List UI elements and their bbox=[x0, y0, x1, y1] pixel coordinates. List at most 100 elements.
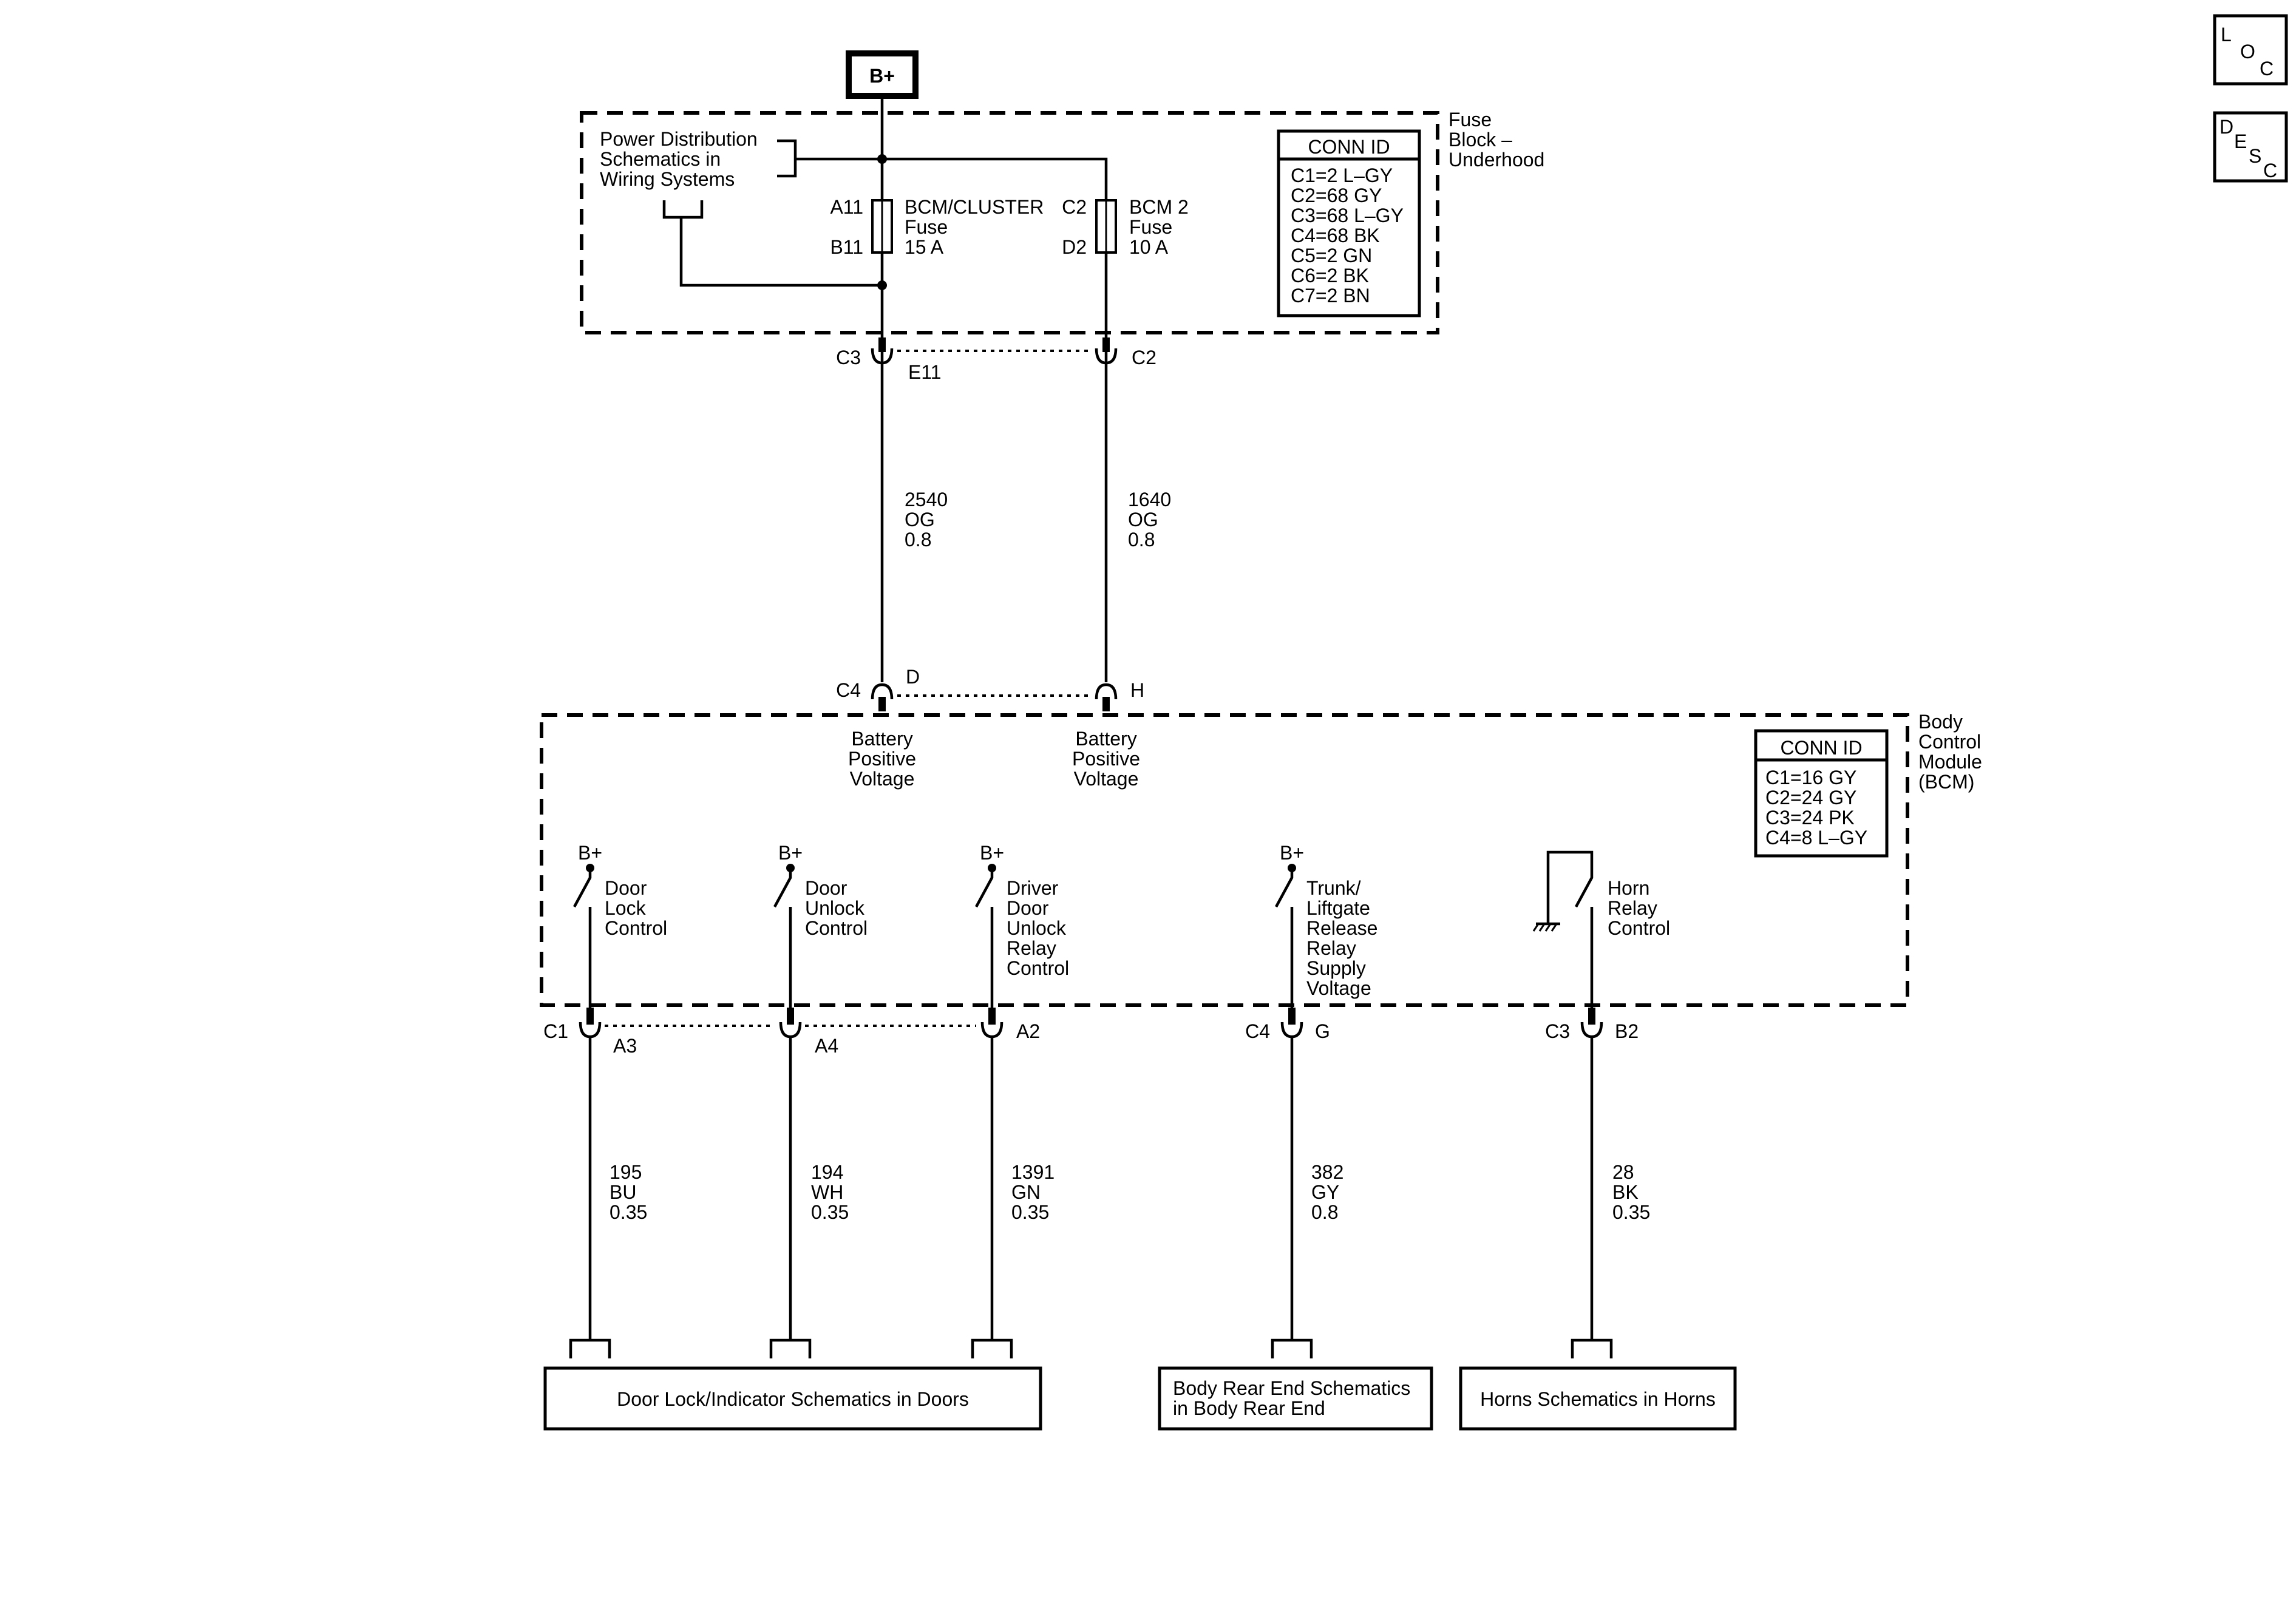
fuse-out2-conn: C2 bbox=[1132, 347, 1156, 368]
wire-195-color: BU bbox=[610, 1181, 636, 1203]
loc-button[interactable]: L O C bbox=[2213, 14, 2288, 86]
bcm-conn-row-2: C2=24 GY bbox=[1765, 787, 1856, 808]
desc-letter-4: C bbox=[2263, 160, 2277, 181]
fuse1-bottom-pin: B11 bbox=[830, 236, 863, 258]
switch3-label-2: Door bbox=[1007, 897, 1049, 919]
switch2-label-2: Unlock bbox=[805, 897, 865, 919]
out5-pin: B2 bbox=[1615, 1020, 1639, 1042]
out5-conn: C3 bbox=[1545, 1020, 1570, 1042]
bcm-conn-id-title: CONN ID bbox=[1780, 737, 1862, 759]
bcm-conn-row-1: C1=16 GY bbox=[1765, 767, 1856, 788]
destination-horns[interactable]: Horns Schematics in Horns bbox=[1459, 1366, 1737, 1431]
fuse-conn-row-2: C2=68 GY bbox=[1291, 185, 1382, 206]
connector-c3-e11: C3 E11 bbox=[836, 337, 942, 383]
fuse-block-conn-id: CONN ID C1=2 L–GY C2=68 GY C3=68 L–GY C4… bbox=[1277, 129, 1421, 317]
switch4-label-5: Supply bbox=[1306, 957, 1366, 979]
wire-1391-circuit: 1391 bbox=[1011, 1161, 1055, 1183]
bcm-in2-label-3: Voltage bbox=[1074, 768, 1139, 790]
destination-door-lock[interactable]: Door Lock/Indicator Schematics in Doors bbox=[543, 1366, 1042, 1431]
wire-2540-color: OG bbox=[905, 509, 935, 531]
wire-382-size: 0.8 bbox=[1311, 1201, 1338, 1223]
connector-c1-a3: C1 A3 bbox=[543, 1008, 637, 1057]
fuse1-name-1: BCM/CLUSTER bbox=[905, 196, 1044, 218]
switch3-label-1: Driver bbox=[1007, 877, 1059, 899]
terminal-brackets bbox=[569, 1338, 1613, 1358]
switch-door-lock: B+ Door Lock Control bbox=[573, 842, 667, 1020]
bcm-in1-label-1: Battery bbox=[851, 728, 912, 750]
fuse1-name-3: 15 A bbox=[905, 236, 944, 258]
wire-label-28: 28 BK 0.35 bbox=[1612, 1161, 1650, 1223]
switch-horn-relay: Horn Relay Control bbox=[1532, 850, 1670, 1020]
fuse2-name-3: 10 A bbox=[1129, 236, 1169, 258]
ground-icon bbox=[1532, 922, 1560, 932]
switch2-label-3: Control bbox=[805, 917, 868, 939]
body-control-module: Body Control Module (BCM) bbox=[540, 711, 1982, 1007]
bcm-in2-label-2: Positive bbox=[1072, 748, 1140, 770]
power-distribution-reference: Power Distribution Schematics in Wiring … bbox=[600, 128, 882, 287]
wire-label-1391: 1391 GN 0.35 bbox=[1011, 1161, 1055, 1223]
connector-c4-h: H bbox=[1095, 679, 1144, 711]
switch-trunk-liftgate: B+ Trunk/ Liftgate Release Relay Supply … bbox=[1275, 842, 1377, 1020]
fuse-bcm2: C2 D2 BCM 2 Fuse 10 A bbox=[1062, 196, 1189, 364]
switch3-label-3: Unlock bbox=[1007, 917, 1067, 939]
bcm-conn-row-3: C3=24 PK bbox=[1765, 807, 1855, 829]
fuse-conn-row-7: C7=2 BN bbox=[1291, 285, 1370, 307]
bcm-label-1: Body bbox=[1918, 711, 1963, 733]
fuse2-bottom-pin: D2 bbox=[1062, 236, 1087, 258]
switch5-label-2: Relay bbox=[1608, 897, 1657, 919]
switch3-label-4: Relay bbox=[1007, 937, 1056, 959]
wire-label-195: 195 BU 0.35 bbox=[610, 1161, 647, 1223]
bcm-label-2: Control bbox=[1918, 731, 1981, 753]
wire-label-1640: 1640 OG 0.8 bbox=[1128, 489, 1171, 551]
switch-door-unlock: B+ Door Unlock Control bbox=[773, 842, 868, 1020]
wire-28-size: 0.35 bbox=[1612, 1201, 1650, 1223]
power-dist-line-2: Schematics in bbox=[600, 148, 721, 170]
fuse-conn-row-3: C3=68 L–GY bbox=[1291, 205, 1404, 226]
bcm-in2-label-1: Battery bbox=[1075, 728, 1136, 750]
switch4-label-4: Relay bbox=[1306, 937, 1356, 959]
fuse-bcm-cluster: A11 B11 BCM/CLUSTER Fuse 15 A bbox=[830, 196, 1044, 258]
wire-2540-size: 0.8 bbox=[905, 529, 931, 551]
battery-terminal: B+ bbox=[846, 50, 919, 99]
switch3-supply: B+ bbox=[980, 842, 1004, 864]
fuse-conn-row-4: C4=68 BK bbox=[1291, 225, 1380, 246]
wire-194-circuit: 194 bbox=[811, 1161, 843, 1183]
loc-letter-2: O bbox=[2240, 41, 2255, 63]
loc-letter-3: C bbox=[2260, 58, 2274, 80]
bcm-conn-id: CONN ID C1=16 GY C2=24 GY C3=24 PK C4=8 … bbox=[1754, 729, 1889, 858]
wire-1640-color: OG bbox=[1128, 509, 1158, 531]
desc-letter-1: D bbox=[2220, 116, 2233, 138]
bcm-in1-pin: D bbox=[906, 666, 920, 688]
fuse-block-label-3: Underhood bbox=[1449, 149, 1544, 171]
bcm-in-conn: C4 bbox=[836, 679, 861, 701]
dest2-line-1: Body Rear End Schematics bbox=[1173, 1377, 1410, 1399]
dest3-line-1: Horns Schematics in Horns bbox=[1480, 1388, 1716, 1410]
switch4-label-6: Voltage bbox=[1306, 977, 1371, 999]
switch2-label-1: Door bbox=[805, 877, 847, 899]
fuse-out1-pin: E11 bbox=[908, 361, 942, 383]
desc-button[interactable]: D E S C bbox=[2213, 111, 2288, 183]
bcm-in1-label-3: Voltage bbox=[850, 768, 915, 790]
out2-pin: A4 bbox=[815, 1035, 838, 1057]
switch4-supply: B+ bbox=[1280, 842, 1304, 864]
wire-28-circuit: 28 bbox=[1612, 1161, 1634, 1183]
fuse1-top-pin: A11 bbox=[830, 196, 863, 218]
connector-c4-d: C4 D bbox=[836, 666, 920, 711]
connector-a4: A4 bbox=[779, 1008, 838, 1057]
out1-pin: A3 bbox=[613, 1035, 637, 1057]
switch1-supply: B+ bbox=[578, 842, 602, 864]
destination-body-rear-end[interactable]: Body Rear End Schematics in Body Rear En… bbox=[1158, 1366, 1433, 1431]
switch1-label-1: Door bbox=[605, 877, 647, 899]
switch5-label-1: Horn bbox=[1608, 877, 1649, 899]
fuse1-name-2: Fuse bbox=[905, 216, 948, 238]
fuse-conn-row-6: C6=2 BK bbox=[1291, 265, 1369, 286]
wire-label-194: 194 WH 0.35 bbox=[811, 1161, 849, 1223]
splice-top bbox=[877, 154, 887, 164]
fuse-block-label-2: Block – bbox=[1449, 129, 1512, 151]
splice-bottom bbox=[877, 280, 887, 290]
wire-2540-circuit: 2540 bbox=[905, 489, 948, 510]
out3-pin: A2 bbox=[1016, 1020, 1040, 1042]
bcm-conn-row-4: C4=8 L–GY bbox=[1765, 827, 1867, 849]
connector-c2: C2 bbox=[1095, 337, 1156, 368]
